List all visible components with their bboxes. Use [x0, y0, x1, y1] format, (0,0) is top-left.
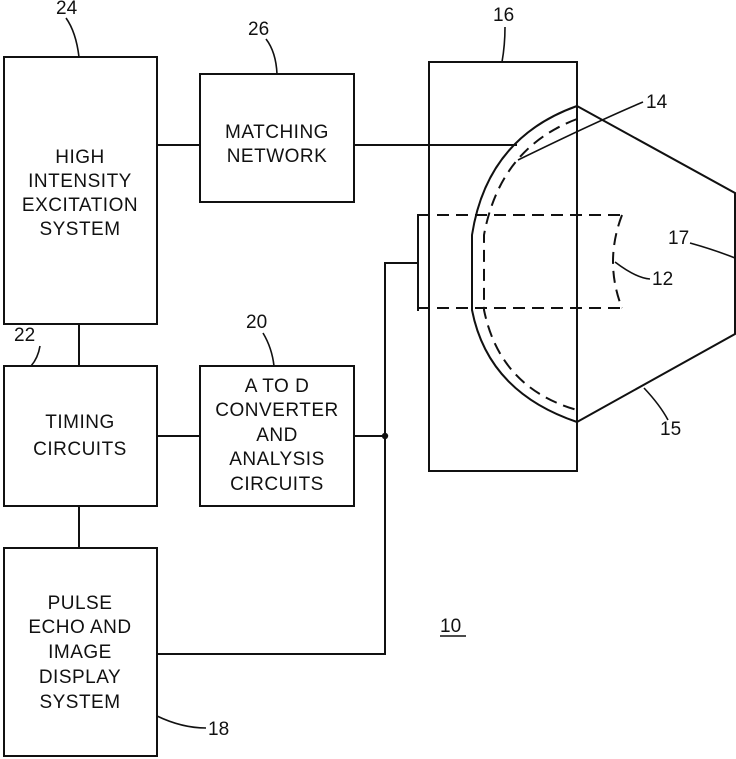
excitation-label-line-1: HIGH	[55, 147, 105, 168]
ref-16: 16	[493, 5, 514, 26]
ref-20-leader	[263, 333, 274, 366]
ref-26-leader	[266, 39, 277, 74]
ref-15: 15	[660, 419, 681, 440]
matching-label-line-1: MATCHING	[225, 122, 329, 143]
excitation-system-block: HIGH INTENSITY EXCITATION SYSTEM	[4, 57, 157, 324]
matching-label-line-2: NETWORK	[227, 146, 328, 167]
converter-label-line-3: AND	[256, 425, 298, 446]
ref-18-leader	[157, 716, 206, 728]
timing-label-line-2: CIRCUITS	[33, 439, 127, 460]
ref-20: 20	[246, 312, 267, 333]
ref-12-leader	[615, 262, 650, 279]
ref-26: 26	[248, 19, 269, 40]
ref-15-leader	[644, 388, 668, 420]
display-label-line-3: IMAGE	[48, 642, 112, 663]
transducer-assembly	[418, 62, 735, 471]
ref-17-leader	[690, 243, 735, 258]
inner-transducer-curve	[484, 119, 577, 410]
display-system-block: PULSE ECHO AND IMAGE DISPLAY SYSTEM	[4, 548, 157, 756]
timing-circuits-block: TIMING CIRCUITS	[4, 366, 157, 506]
converter-label-line-5: CIRCUITS	[230, 474, 324, 495]
ref-22: 22	[14, 325, 35, 346]
display-label-line-1: PULSE	[48, 593, 113, 614]
converter-block: A TO D CONVERTER AND ANALYSIS CIRCUITS	[200, 366, 354, 506]
ref-18: 18	[208, 719, 229, 740]
display-label-line-4: DISPLAY	[39, 667, 121, 688]
junction-dot	[382, 433, 388, 439]
ref-12: 12	[652, 269, 673, 290]
coupling-cone	[577, 106, 735, 422]
ref-24: 24	[56, 0, 78, 19]
converter-label-line-2: CONVERTER	[215, 400, 338, 421]
ref-14: 14	[646, 92, 668, 113]
ref-22-leader	[31, 346, 40, 366]
excitation-label-line-3: EXCITATION	[22, 195, 138, 216]
housing	[429, 62, 577, 471]
display-label-line-2: ECHO AND	[28, 617, 131, 638]
focal-region	[613, 215, 622, 308]
ref-16-leader	[502, 27, 505, 62]
excitation-label-line-4: SYSTEM	[39, 219, 120, 240]
matching-network-block: MATCHING NETWORK	[200, 74, 354, 202]
ref-17: 17	[668, 228, 689, 249]
timing-label-line-1: TIMING	[45, 412, 115, 433]
ref-24-leader	[66, 18, 79, 57]
ref-10: 10	[440, 616, 461, 637]
display-label-line-5: SYSTEM	[39, 692, 120, 713]
excitation-label-line-2: INTENSITY	[28, 171, 132, 192]
converter-label-line-1: A TO D	[245, 376, 310, 397]
converter-label-line-4: ANALYSIS	[229, 449, 325, 470]
